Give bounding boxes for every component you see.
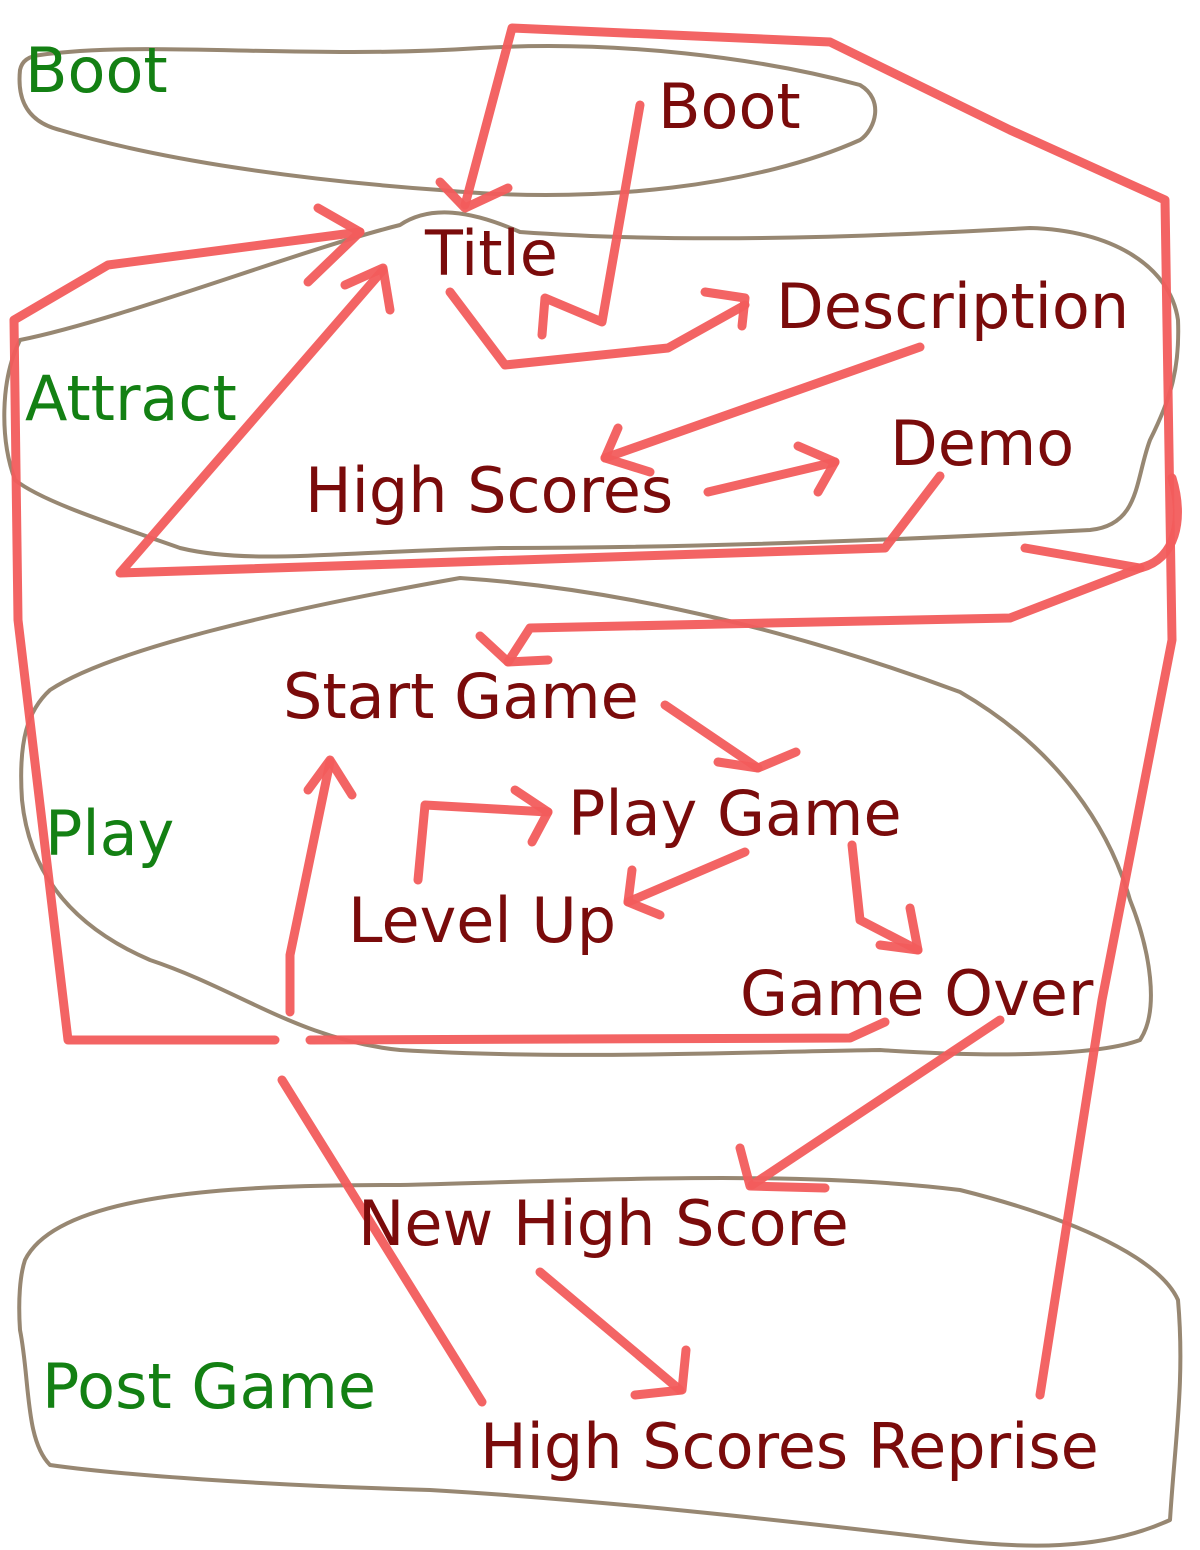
arrow-reprise-to-loop [277,1075,487,1407]
post-game-region-outline [17,1176,1183,1548]
state-game-over: Game Over [740,957,1094,1030]
arrowhead-demo-to-title [340,263,395,315]
arrow-play-game-to-game-over [847,840,923,955]
arrowhead-loop-up-to-start-game [303,755,357,800]
arrowhead-game-over-to-new-high-score [735,1143,830,1193]
state-high-scores: High Scores [305,454,673,527]
state-new-high-score: New High Score [358,1187,849,1260]
attract-region-outline [2,210,1181,559]
arrowhead-attract-to-start-game [475,631,553,667]
arrow-demo-to-title [115,265,945,578]
arrow-boot-to-title [537,100,645,340]
state-demo: Demo [890,407,1074,480]
arrow-level-up-to-play-game [413,800,553,885]
arrowhead-play-game-to-level-up [623,865,665,920]
arrowhead-left-loop-to-title [303,203,365,287]
arrow-high-scores-to-demo [703,457,840,497]
arrow-attract-branch [1020,543,1145,573]
arrowhead-title-to-description [700,287,750,331]
arrowhead-high-scores-to-demo [793,441,840,497]
group-label-boot: Boot [25,34,168,107]
arrow-description-to-high-scores [600,342,925,463]
group-label-play: Play [45,797,174,870]
arrowhead-start-game-to-play-game [713,747,801,773]
state-level-up: Level Up [348,884,616,957]
state-description: Description [776,270,1129,343]
arrowhead-boot-loop-to-title [435,177,513,213]
group-label-attract: Attract [25,362,237,435]
arrow-start-game-to-play-game [660,700,763,773]
arrow-play-game-to-level-up [623,847,750,907]
arrow-boot-loop-to-title [460,23,1177,1400]
group-label-post-game: Post Game [42,1350,376,1423]
arrow-loop-up-to-start-game [285,757,335,1017]
state-high-scores-reprise: High Scores Reprise [480,1410,1099,1483]
arrow-left-loop-to-title [9,227,365,1045]
arrowhead-description-to-high-scores [600,423,655,477]
arrowhead-play-game-to-game-over [875,903,923,955]
arrowhead-new-high-score-to-reprise [630,1345,691,1400]
arrow-game-over-to-new-high-score [747,1015,1005,1190]
state-start-game: Start Game [283,660,639,733]
arrowhead-level-up-to-play-game [510,785,553,847]
arrow-attract-to-start-game [503,473,1182,667]
arrow-new-high-score-to-reprise [535,1267,685,1395]
state-boot: Boot [658,70,801,143]
arrow-game-over-to-start-game [305,1017,890,1045]
state-play-game: Play Game [568,777,902,850]
state-title: Title [424,217,558,290]
arrow-title-to-description [445,287,750,370]
boot-region-outline [17,44,878,197]
